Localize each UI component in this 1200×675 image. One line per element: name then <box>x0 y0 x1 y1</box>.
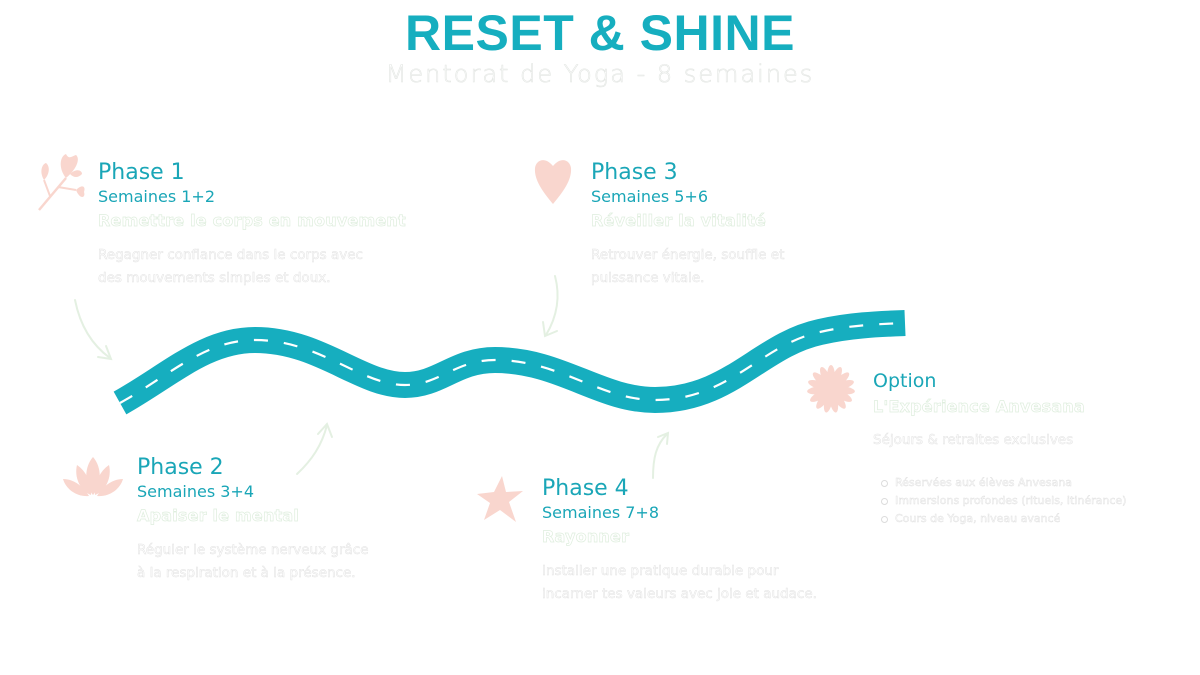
phase-1-weeks: Semaines 1+2 <box>98 187 216 206</box>
arrow-phase4-head-icon <box>657 431 670 445</box>
lotus-icon <box>63 457 123 497</box>
arrow-phase2-icon <box>296 424 328 475</box>
arrow-phase1-head-icon <box>97 345 113 361</box>
phase-3-description-line: puissance vitale. <box>591 270 705 287</box>
phase-4-block: Phase 4 Semaines 7+8 Rayonner Installer … <box>542 476 818 606</box>
option-list-item: Cours de Yoga, niveau avancé <box>881 510 1126 528</box>
phase-2-weeks: Semaines 3+4 <box>137 482 255 501</box>
phase-1-description-line: Regagner confiance dans le corps avec <box>98 247 363 264</box>
phase-3-description: Retrouver énergie, souffle et puissance … <box>591 244 785 290</box>
page-subtitle: Mentorat de Yoga - 8 semaines <box>385 60 815 89</box>
phase-4-heading: Rayonner <box>542 527 630 547</box>
phase-1-description: Regagner confiance dans le corps avec de… <box>98 244 406 290</box>
phase-2-heading: Apaiser le mental <box>137 506 300 526</box>
phase-3-block: Phase 3 Semaines 5+6 Réveiller la vitali… <box>591 160 785 290</box>
phase-4-description-line: incarner tes valeurs avec joie et audace… <box>542 586 817 603</box>
phase-3-weeks: Semaines 5+6 <box>591 187 709 206</box>
heart-icon <box>534 160 572 204</box>
phase-1-block: Phase 1 Semaines 1+2 Remettre le corps e… <box>98 160 406 290</box>
phase-2-description: Réguler le système nerveux grâce à la re… <box>137 539 369 585</box>
phase-2-block: Phase 2 Semaines 3+4 Apaiser le mental R… <box>137 455 369 585</box>
phase-1-description-line: des mouvements simples et doux. <box>98 270 331 287</box>
phase-1-title: Phase 1 <box>98 160 185 185</box>
road-center-line <box>119 321 906 404</box>
arrow-phase4-icon <box>652 433 668 479</box>
road-surface <box>113 310 906 415</box>
phase-2-description-line: à la respiration et à la présence. <box>137 565 356 582</box>
option-list: Réservées aux élèves Anvesana Immersions… <box>873 474 1127 528</box>
phase-3-description-line: Retrouver énergie, souffle et <box>591 247 785 264</box>
sun-flower-icon <box>807 365 855 413</box>
phase-4-description: Installer une pratique durable pour inca… <box>542 560 817 606</box>
phase-1-heading: Remettre le corps en mouvement <box>98 211 406 231</box>
option-heading: L'Expérience Anvesana <box>873 397 1085 417</box>
phase-4-description-line: Installer une pratique durable pour <box>542 563 779 580</box>
arrow-phase2-head-icon <box>317 422 333 438</box>
road <box>113 310 906 415</box>
phase-3-title: Phase 3 <box>591 160 678 185</box>
option-title: Option <box>873 370 937 392</box>
phase-2-title: Phase 2 <box>137 455 224 480</box>
option-list-item: Réservées aux élèves Anvesana <box>881 474 1126 492</box>
flower-branch-icon <box>38 154 85 211</box>
page-title: RESET & SHINE <box>405 5 795 61</box>
phase-2-description-line: Réguler le système nerveux grâce <box>137 542 369 559</box>
option-block: Option L'Expérience Anvesana Séjours & r… <box>873 368 1127 528</box>
option-list-item: Immersions profondes (rituels, itinéranc… <box>881 492 1127 510</box>
option-subheading: Séjours & retraites exclusives <box>873 432 1074 449</box>
phase-4-title: Phase 4 <box>542 476 629 501</box>
arrow-phase3-icon <box>545 275 559 336</box>
phase-3-heading: Réveiller la vitalité <box>591 211 767 231</box>
arrow-phase3-head-icon <box>542 321 558 338</box>
star-icon <box>477 476 523 522</box>
phase-4-weeks: Semaines 7+8 <box>542 503 660 522</box>
arrow-phase1-icon <box>74 299 111 359</box>
